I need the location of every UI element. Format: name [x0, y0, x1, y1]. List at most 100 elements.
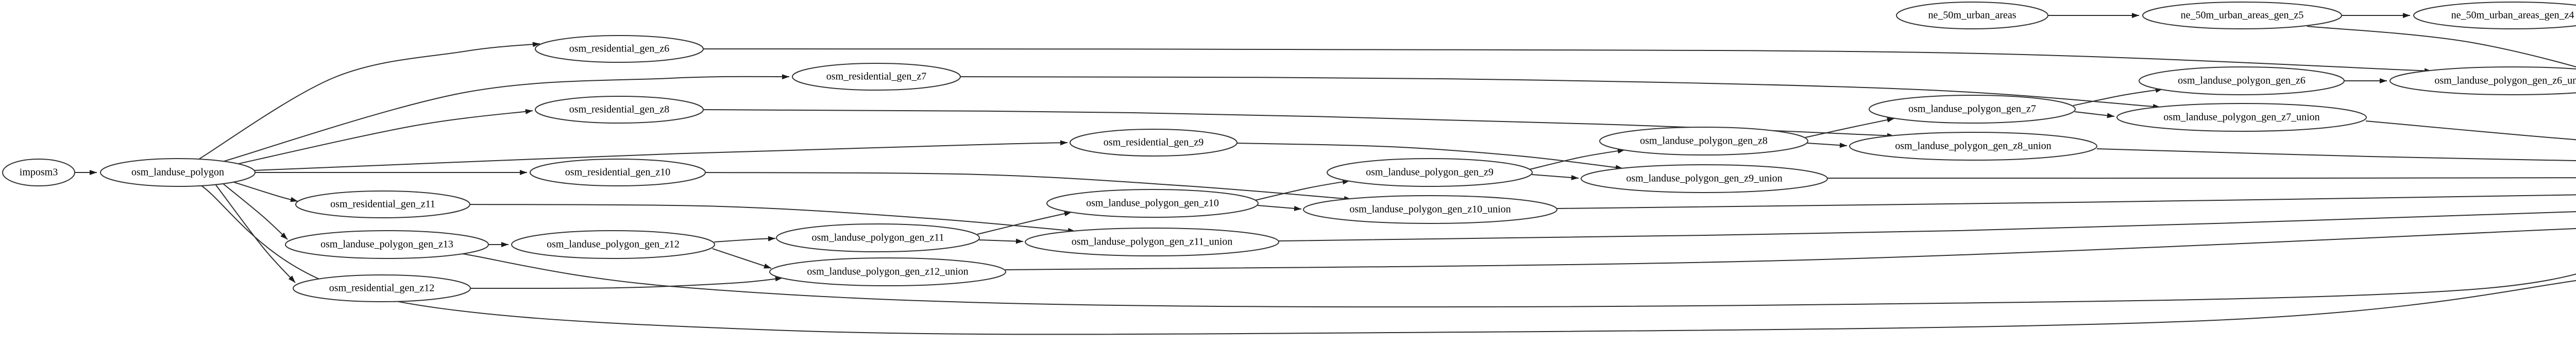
arrowhead-icon	[1887, 117, 1894, 123]
node-label: osm_landuse_polygon_gen_z8_union	[1895, 141, 2051, 152]
node-ellipse	[535, 96, 704, 124]
arrowhead-icon	[2380, 78, 2387, 83]
node-osm-landuse-polygon-gen-z7: osm_landuse_polygon_gen_z7	[1869, 95, 2076, 124]
node-label: ne_50m_urban_areas_gen_z5	[2181, 10, 2304, 21]
arrowhead-icon	[1060, 140, 1067, 146]
node-label: osm_landuse_polygon_gen_z8	[1640, 135, 1768, 147]
edge-osm-landuse-polygon-to-osm-residential-gen-z12	[215, 184, 296, 283]
node-ellipse	[776, 223, 980, 252]
node-ellipse	[1869, 95, 2076, 124]
edge-osm-landuse-polygon-gen-z9-to-osm-landuse-polygon-gen-z9-union	[1531, 174, 1579, 180]
edge-osm-landuse-polygon-gen-z12-union-to-layer-landuse-z12	[1005, 228, 2576, 270]
node-osm-landuse-polygon-gen-z8-union: osm_landuse_polygon_gen_z8_union	[1849, 132, 2097, 161]
node-osm-residential-gen-z10: osm_residential_gen_z10	[530, 159, 706, 186]
node-label: osm_residential_gen_z12	[329, 283, 434, 294]
node-ellipse	[295, 190, 470, 218]
edge-osm-landuse-polygon-to-osm-residential-gen-z9	[254, 140, 1068, 171]
node-osm-landuse-polygon-gen-z9-union: osm_landuse_polygon_gen_z9_union	[1581, 164, 1828, 193]
edge-ne-50m-urban-areas-to-ne-50m-urban-areas-gen-z5	[2048, 13, 2139, 18]
node-ellipse	[769, 257, 1006, 286]
arrowhead-icon	[1294, 205, 1301, 211]
node-ellipse	[535, 35, 704, 63]
node-ellipse	[2389, 66, 2576, 95]
node-label: osm_landuse_polygon_gen_z7	[1908, 103, 2036, 115]
arrowhead-icon	[288, 275, 295, 283]
node-osm-residential-gen-z11: osm_residential_gen_z11	[295, 190, 470, 218]
node-osm-residential-gen-z6: osm_residential_gen_z6	[535, 35, 704, 63]
arrowhead-icon	[525, 109, 533, 114]
node-osm-landuse-polygon-gen-z12-union: osm_landuse_polygon_gen_z12_union	[769, 257, 1006, 286]
edge-osm-landuse-polygon-gen-z7-to-osm-landuse-polygon-gen-z7-union	[2074, 111, 2115, 118]
node-ellipse	[511, 230, 715, 259]
edge-osm-landuse-polygon-gen-z8-to-osm-landuse-polygon-gen-z8-union	[1807, 143, 1848, 148]
edge-osm-landuse-polygon-gen-z10-to-osm-landuse-polygon-gen-z9	[1255, 179, 1350, 201]
edge-osm-landuse-polygon-gen-z7-to-osm-landuse-polygon-gen-z6	[2073, 88, 2163, 106]
edge-osm-landuse-polygon-gen-z10-to-osm-landuse-polygon-gen-z10-union	[1257, 205, 1302, 211]
edge-osm-landuse-polygon-to-osm-residential-gen-z11	[230, 181, 298, 202]
arrowhead-icon	[1571, 175, 1579, 180]
node-label: osm_landuse_polygon_gen_z10	[1086, 198, 1219, 209]
node-osm-landuse-polygon-gen-z6-union: osm_landuse_polygon_gen_z6_union	[2389, 66, 2576, 95]
node-ellipse	[1303, 195, 1557, 224]
node-label: osm_residential_gen_z7	[826, 71, 926, 82]
node-label: osm_residential_gen_z6	[569, 43, 669, 55]
edge-osm-landuse-polygon-to-osm-residential-gen-z6	[197, 42, 540, 161]
edge-osm-landuse-polygon-to-osm-residential-gen-z7	[218, 74, 790, 163]
node-ne-50m-urban-areas-gen-z4: ne_50m_urban_areas_gen_z4	[2413, 2, 2576, 29]
node-ellipse	[2142, 2, 2342, 29]
node-osm-landuse-polygon-gen-z10-union: osm_landuse_polygon_gen_z10_union	[1303, 195, 1557, 224]
node-ellipse	[792, 63, 961, 91]
arrowhead-icon	[280, 232, 287, 239]
node-imposm3: imposm3	[2, 159, 75, 186]
node-label: ne_50m_urban_areas_gen_z4	[2451, 10, 2574, 21]
node-ellipse	[1849, 132, 2097, 161]
node-label: osm_residential_gen_z11	[330, 199, 435, 210]
arrowhead-icon	[768, 236, 775, 241]
edge-osm-landuse-polygon-gen-z11-to-osm-landuse-polygon-gen-z10	[977, 211, 1072, 235]
node-label: osm_residential_gen_z10	[565, 167, 670, 178]
node-osm-landuse-polygon-gen-z12: osm_landuse_polygon_gen_z12	[511, 230, 715, 259]
node-ellipse	[2413, 2, 2576, 29]
node-label: osm_landuse_polygon_gen_z7_union	[2163, 112, 2319, 123]
node-osm-landuse-polygon-gen-z13: osm_landuse_polygon_gen_z13	[285, 230, 489, 259]
arrowhead-icon	[520, 170, 527, 175]
arrowhead-icon	[501, 242, 509, 247]
node-ne-50m-urban-areas-gen-z5: ne_50m_urban_areas_gen_z5	[2142, 2, 2342, 29]
node-label: osm_landuse_polygon_gen_z6	[2178, 75, 2306, 86]
node-label: osm_landuse_polygon_gen_z13	[320, 239, 453, 250]
node-label: osm_landuse_polygon_gen_z11_union	[1072, 236, 1233, 248]
node-osm-residential-gen-z9: osm_residential_gen_z9	[1070, 129, 1238, 157]
node-ellipse	[1327, 158, 1533, 187]
node-ellipse	[1025, 228, 1279, 256]
edge-osm-residential-gen-z10-to-osm-landuse-polygon-gen-z10-union	[705, 172, 1352, 201]
node-label: osm_landuse_polygon_gen_z9	[1366, 167, 1494, 178]
node-osm-landuse-polygon-gen-z8: osm_landuse_polygon_gen_z8	[1599, 127, 1808, 155]
node-osm-landuse-polygon-gen-z9: osm_landuse_polygon_gen_z9	[1327, 158, 1533, 187]
arrowhead-icon	[1015, 238, 1023, 244]
arrowhead-icon	[2132, 13, 2139, 18]
edge-osm-landuse-polygon-to-osm-residential-gen-z10	[255, 170, 527, 175]
edges-layer	[75, 13, 2576, 335]
node-label: osm_residential_gen_z8	[569, 104, 669, 115]
node-label: osm_residential_gen_z9	[1104, 137, 1204, 148]
node-label: osm_landuse_polygon_gen_z6_union	[2434, 75, 2576, 86]
node-osm-landuse-polygon-gen-z10: osm_landuse_polygon_gen_z10	[1046, 189, 1259, 218]
node-osm-residential-gen-z7: osm_residential_gen_z7	[792, 63, 961, 91]
edge-osm-residential-gen-z6-to-osm-landuse-polygon-gen-z6-union	[703, 48, 2432, 74]
node-ellipse	[1046, 189, 1259, 218]
node-osm-landuse-polygon-gen-z11: osm_landuse_polygon_gen_z11	[776, 223, 980, 252]
arrowhead-icon	[764, 263, 771, 269]
arrowhead-icon	[532, 42, 540, 47]
edge-osm-residential-gen-z12-to-osm-landuse-polygon-gen-z12-union	[470, 276, 783, 289]
node-ellipse	[1599, 127, 1808, 155]
node-ellipse	[2116, 103, 2367, 132]
edge-osm-landuse-polygon-gen-z11-to-osm-landuse-polygon-gen-z11-union	[978, 238, 1024, 244]
edge-osm-landuse-polygon-gen-z11-union-to-layer-landuse-z11	[1278, 211, 2576, 241]
node-label: osm_landuse_polygon_gen_z12	[547, 239, 680, 250]
node-label: imposm3	[20, 167, 58, 178]
node-label: osm_landuse_polygon_gen_z9_union	[1626, 173, 1782, 184]
arrowhead-icon	[90, 170, 97, 175]
node-ellipse	[2, 159, 75, 186]
